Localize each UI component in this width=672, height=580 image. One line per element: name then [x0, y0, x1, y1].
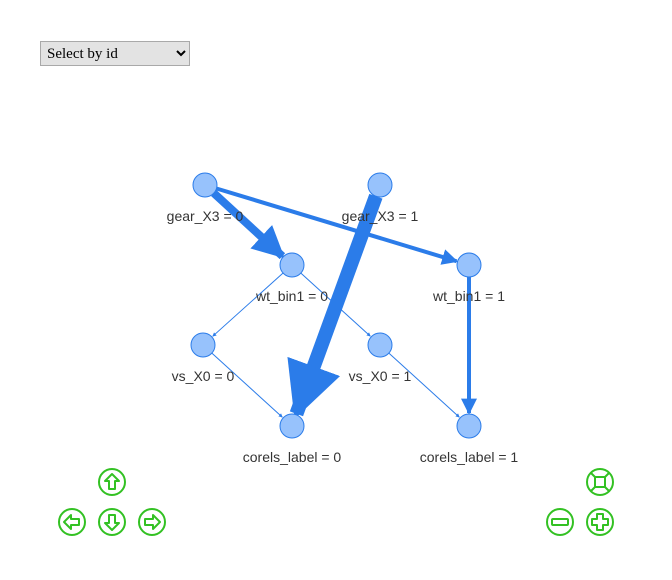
labels-layer: gear_X3 = 0 gear_X3 = 1 wt_bin1 = 0 wt_bin1…	[167, 208, 519, 465]
nav-right-button[interactable]	[137, 507, 167, 537]
nav-down-button[interactable]	[97, 507, 127, 537]
zoom-out-button[interactable]	[545, 507, 575, 537]
zoom-extends-button[interactable]	[585, 467, 615, 497]
node-label-wt_bin1_0: wt_bin1 = 0	[255, 288, 328, 304]
edges-layer	[211, 186, 477, 420]
select-by-id-dropdown[interactable]: Select by id	[40, 41, 190, 66]
arrow-up-icon	[98, 468, 126, 496]
plus-icon	[586, 508, 614, 536]
node-label-corels_label_0: corels_label = 0	[243, 449, 342, 465]
arrow-right-icon	[138, 508, 166, 536]
node-gear_X3_0[interactable]	[192, 172, 218, 198]
edge-wt_bin1_0-to-vs_X0_1[interactable]	[300, 272, 371, 337]
arrow-left-icon	[58, 508, 86, 536]
minus-icon	[546, 508, 574, 536]
nodes-layer	[190, 172, 482, 439]
edge-wt_bin1_0-to-vs_X0_0[interactable]	[212, 272, 284, 337]
nav-up-button[interactable]	[97, 467, 127, 497]
arrow-down-icon	[98, 508, 126, 536]
node-label-gear_X3_1: gear_X3 = 1	[342, 208, 419, 224]
edge-gear_X3_0-to-wt_bin1_1[interactable]	[215, 186, 459, 265]
node-label-vs_X0_0: vs_X0 = 0	[172, 368, 235, 384]
node-wt_bin1_0[interactable]	[279, 252, 305, 278]
node-vs_X0_0[interactable]	[190, 332, 216, 358]
node-corels_label_1[interactable]	[456, 413, 482, 439]
fit-screen-icon	[586, 468, 614, 496]
node-gear_X3_1[interactable]	[367, 172, 393, 198]
node-label-wt_bin1_1: wt_bin1 = 1	[432, 288, 505, 304]
node-label-corels_label_1: corels_label = 1	[420, 449, 519, 465]
nav-left-button[interactable]	[57, 507, 87, 537]
node-vs_X0_1[interactable]	[367, 332, 393, 358]
zoom-in-button[interactable]	[585, 507, 615, 537]
edge-vs_X0_1-to-corels_label_1[interactable]	[388, 352, 460, 418]
node-label-vs_X0_1: vs_X0 = 1	[349, 368, 412, 384]
node-corels_label_0[interactable]	[279, 413, 305, 439]
edge-vs_X0_0-to-corels_label_0[interactable]	[211, 352, 283, 418]
select-by-id-wrapper: Select by id	[40, 41, 190, 66]
node-label-gear_X3_0: gear_X3 = 0	[167, 208, 244, 224]
edge-gear_X3_0-to-wt_bin1_0[interactable]	[211, 190, 286, 260]
node-wt_bin1_1[interactable]	[456, 252, 482, 278]
